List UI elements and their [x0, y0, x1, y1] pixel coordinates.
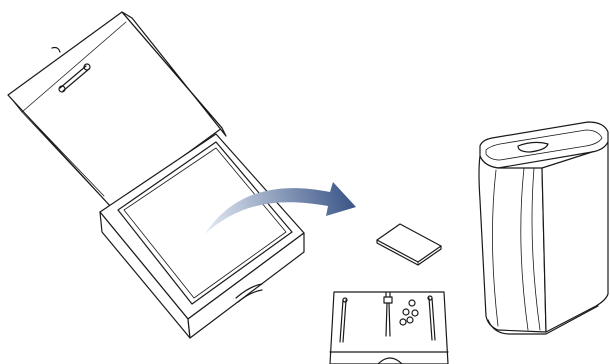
quick-start-card-icon: [376, 223, 442, 266]
curved-arrow-icon: [205, 182, 356, 234]
accessory-tray-icon: [329, 291, 449, 364]
open-box-icon: [7, 11, 305, 339]
speaker-icon: [478, 121, 609, 335]
